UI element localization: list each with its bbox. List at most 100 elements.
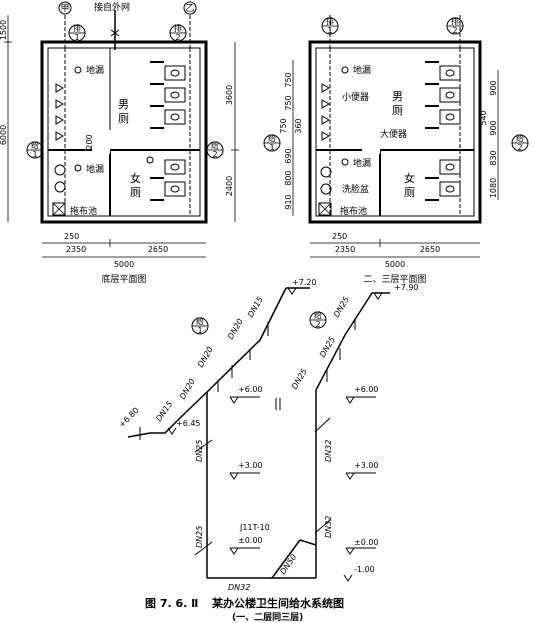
system-gei2-bottom: 2 xyxy=(315,320,320,329)
ground-dim-2350: 2350 xyxy=(66,245,86,254)
upper-dim-5000: 5000 xyxy=(385,260,405,269)
ground-floor-drain-1-label: 地漏 xyxy=(86,64,104,76)
upper-dim-750a: 750 xyxy=(284,72,293,87)
ground-dim-5000: 5000 xyxy=(114,260,134,269)
ground-men-toilets xyxy=(150,61,186,129)
upper-floor-plan: 排 1 排 2 给 1 给 2 地漏 小便器 地漏 洗脸盆 拖布池 xyxy=(263,15,529,285)
elevation-marks xyxy=(167,287,383,582)
ground-women-room-label-2: 厕 xyxy=(130,186,141,199)
ground-dim-1500: 1500 xyxy=(0,20,8,40)
el-720: +7.20 xyxy=(292,278,317,287)
dn20c: DN20 xyxy=(178,377,197,401)
dn20b: DN20 xyxy=(196,345,215,369)
system-gei2-top: 给 xyxy=(314,310,322,320)
ground-pai1-top: 排 xyxy=(73,23,81,33)
ground-men-room-label-1: 男 xyxy=(118,98,129,111)
el-645: +6.45 xyxy=(176,419,201,428)
upper-dim-250: 250 xyxy=(332,232,347,241)
upper-floor-drain-2-icon xyxy=(341,158,349,166)
upper-floor-drain-1-icon xyxy=(341,66,349,74)
upper-dim-750b: 750 xyxy=(284,95,293,110)
upper-pai1-top: 排 xyxy=(326,16,334,26)
dn25b: DN25 xyxy=(332,295,351,319)
upper-dim-750c: 750 xyxy=(279,118,288,133)
figure-number: 图 7. 6. Ⅱ xyxy=(145,597,198,610)
el-000b: ±0.00 xyxy=(354,538,379,547)
upper-men-room-label-2: 厕 xyxy=(392,104,403,117)
upper-pai2-bottom: 2 xyxy=(452,26,457,35)
upper-dim-900b: 900 xyxy=(489,120,498,135)
upper-dim-900a: 900 xyxy=(489,80,498,95)
figure-title: 某办公楼卫生间给水系统图 xyxy=(211,596,344,610)
dn15b: DN15 xyxy=(154,400,174,423)
ground-gei1-bottom: 1 xyxy=(32,150,37,159)
dn15a: DN15 xyxy=(246,295,265,319)
upper-dim-2350: 2350 xyxy=(335,245,355,254)
dn32c: DN32 xyxy=(228,583,250,592)
upper-women-toilets xyxy=(425,159,461,201)
yi-marker-circle xyxy=(183,1,197,15)
el-680: +6.80 xyxy=(117,406,141,430)
upper-women-room-label-1: 女 xyxy=(404,171,415,185)
water-supply-system-diagram: 给 1 给 2 +7.20 +7.90 +6.00 +6.00 +6.80 +6… xyxy=(117,278,418,592)
water-meter-label: J11T-10 xyxy=(239,523,270,532)
upper-plan-outer-wall xyxy=(308,40,482,224)
el-300a: +3.00 xyxy=(238,461,263,470)
dn32b: DN32 xyxy=(324,516,333,538)
ground-gei2-top: 给 xyxy=(211,140,219,150)
dn25c: DN25 xyxy=(290,367,309,391)
right-fixture-stubs xyxy=(194,318,356,556)
ground-floor-drain-2-icon xyxy=(74,164,82,172)
ground-women-room-label-1: 女 xyxy=(130,171,141,185)
upper-men-toilets xyxy=(425,61,461,129)
upper-gei1-bottom: 1 xyxy=(269,143,274,152)
upper-dim-830: 830 xyxy=(489,150,498,165)
upper-mop-sink-icon xyxy=(318,202,332,216)
figure-subtitle: (一、二层同三层) xyxy=(232,612,303,623)
upper-mop-sink-label: 拖布池 xyxy=(340,205,367,217)
upper-gei1-top: 给 xyxy=(268,133,276,143)
upper-dim-1080: 1080 xyxy=(489,178,498,198)
upper-men-room-label-1: 男 xyxy=(392,90,403,103)
ground-plan-inner-wall xyxy=(47,47,201,217)
upper-dim-690: 690 xyxy=(284,148,293,163)
upper-gei2-top: 给 xyxy=(516,133,524,143)
ground-women-toilets xyxy=(150,159,186,201)
el-600a: +6.00 xyxy=(238,385,263,394)
ground-pai1-bottom: 1 xyxy=(74,33,79,42)
upper-dim-540: 540 xyxy=(479,110,488,125)
ground-men-room-label-2: 厕 xyxy=(118,112,129,125)
ground-floor-drain-1-icon xyxy=(74,66,82,74)
el-000a: ±0.00 xyxy=(238,536,263,545)
system-gei1-bottom: 1 xyxy=(197,326,202,335)
upper-dim-800: 800 xyxy=(284,170,293,185)
upper-washbasin-label: 洗脸盆 xyxy=(342,183,369,195)
dn25e: DN25 xyxy=(195,526,204,548)
ground-dim-6000: 6000 xyxy=(0,125,8,145)
dn32a: DN32 xyxy=(324,440,333,462)
upper-floor-drain-2-label: 地漏 xyxy=(353,157,371,169)
upper-toilet-label: 大便器 xyxy=(380,128,407,140)
ground-plan-caption: 底层平面图 xyxy=(101,273,146,285)
jia-marker-circle xyxy=(58,1,72,15)
upper-dim-360: 360 xyxy=(294,118,303,133)
upper-plan-caption: 二、三层平面图 xyxy=(363,274,426,285)
upper-urinals xyxy=(321,83,331,141)
figure-caption: 图 7. 6. Ⅱ 某办公楼卫生间给水系统图 (一、二层同三层) xyxy=(145,596,344,623)
ground-dim-250: 250 xyxy=(64,232,79,241)
el-790: +7.90 xyxy=(394,283,419,292)
ground-floor-plan: 甲 乙 接自外网 排 1 排 2 给 1 给 2 地漏 地漏 xyxy=(0,1,239,285)
el-m100: -1.00 xyxy=(354,565,375,574)
ground-dim-2650: 2650 xyxy=(148,245,168,254)
ground-mop-sink-label: 拖布池 xyxy=(70,205,97,217)
ground-dim-2400: 2400 xyxy=(225,176,234,196)
upper-pai1-bottom: 1 xyxy=(327,26,332,35)
dn25d: DN25 xyxy=(195,440,204,462)
ground-pai2-top: 排 xyxy=(174,23,182,33)
ground-plan-outer-wall xyxy=(40,40,208,224)
jia-marker-text: 甲 xyxy=(60,3,69,14)
yi-marker-text: 乙 xyxy=(185,3,194,14)
el-300b: +3.00 xyxy=(354,461,379,470)
ground-gei1-top: 给 xyxy=(31,140,39,150)
